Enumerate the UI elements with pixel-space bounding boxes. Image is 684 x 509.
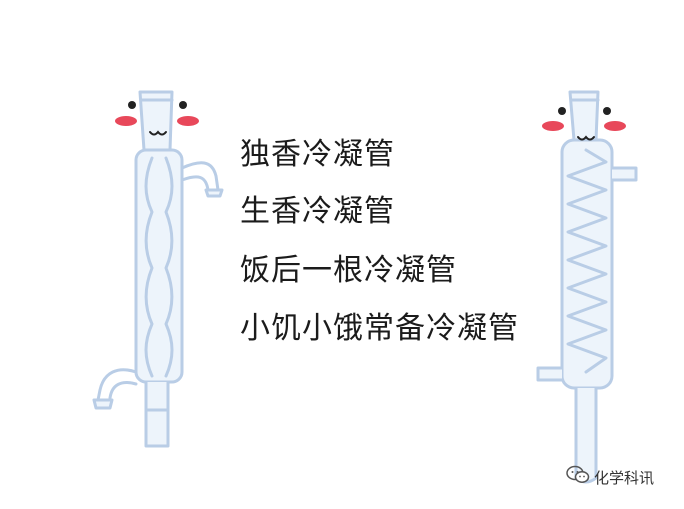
caption-line-3: 饭后一根冷凝管 [240,253,457,288]
wechat-icon [566,465,590,489]
caption-line-4: 小饥小饿常备冷凝管 [240,311,519,346]
caption-line-2: 生香冷凝管 [240,194,395,229]
left-eye [128,101,136,109]
left-blush [115,116,137,126]
watermark-text: 化学科讯 [594,468,655,487]
right-eye [603,107,611,115]
caption-line-1: 独香冷凝管 [240,137,395,172]
right-blush [604,121,626,131]
left-blush [542,121,564,131]
right-blush [177,116,199,126]
right-eye [179,101,187,109]
watermark: 化学科讯 [566,465,655,489]
mouth [149,130,167,136]
mouth [577,135,595,141]
left-eye [558,107,566,115]
